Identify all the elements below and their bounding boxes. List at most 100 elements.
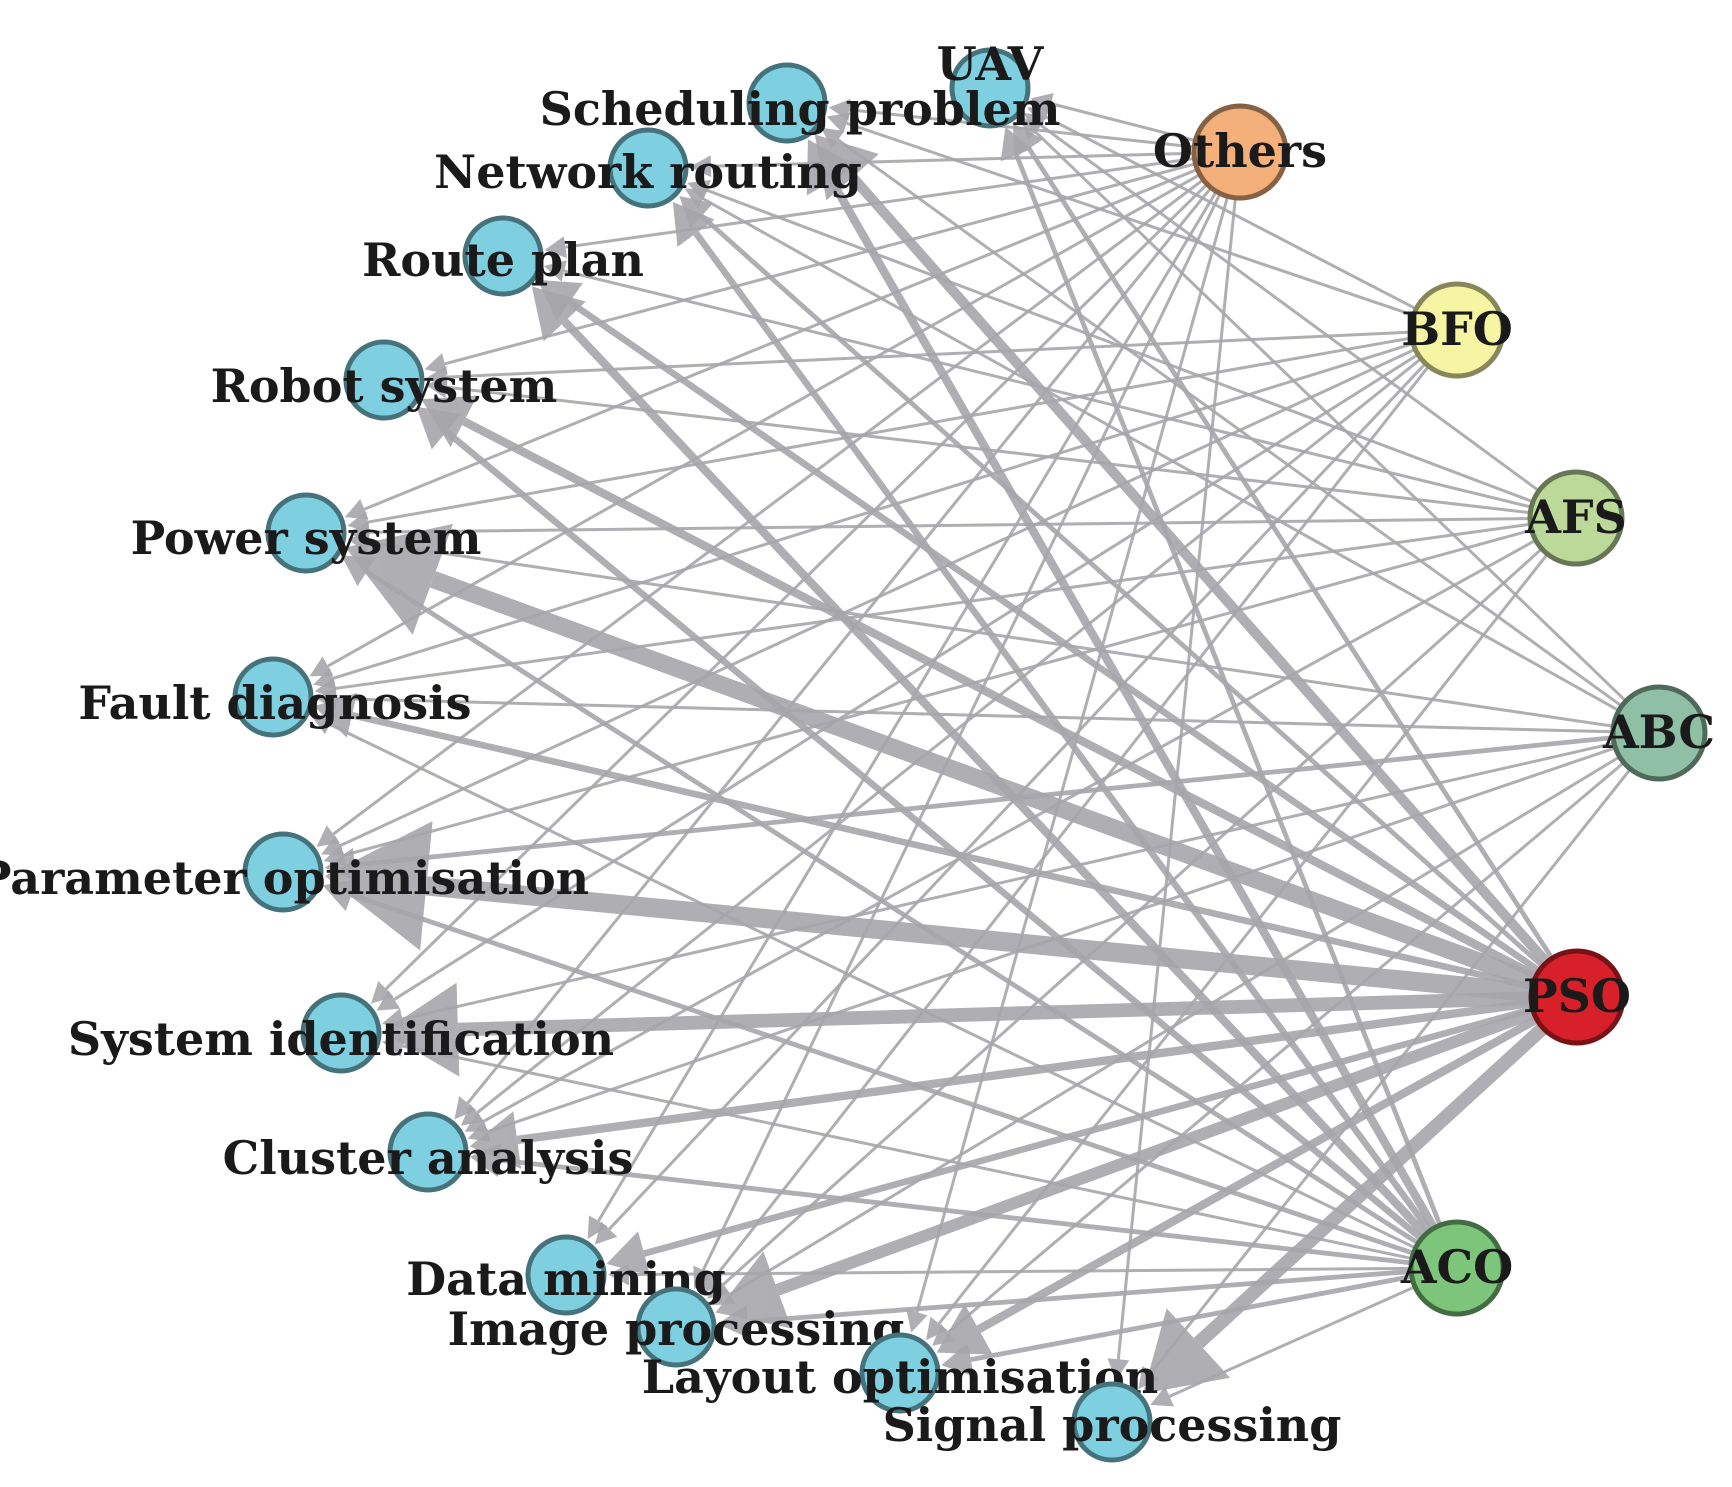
edge-others-to-layout: [906, 195, 1230, 1333]
application-node-circle: [232, 656, 314, 738]
edge-line: [462, 417, 1539, 980]
application-node-label: Image processing: [448, 1302, 905, 1356]
edge-arrowhead: [309, 656, 334, 677]
application-node-circle: [859, 1332, 941, 1414]
edge-aco-to-fault: [310, 714, 1417, 1250]
application-node-circle: [265, 492, 347, 574]
algorithm-node-aco: ACO: [1400, 1219, 1513, 1317]
edge-arrowhead: [1027, 107, 1051, 127]
edge-arrowhead: [313, 692, 358, 738]
edge-others-to-signal: [1107, 197, 1237, 1381]
edge-aco-to-robot: [416, 406, 1424, 1242]
edge-line: [710, 151, 1195, 168]
edge-arrowhead: [382, 1035, 405, 1057]
edge-line: [351, 711, 1533, 990]
edge-line: [1149, 768, 1632, 1374]
edge-others-to-param: [316, 178, 1205, 847]
edge-arrowhead: [316, 825, 340, 847]
edge-line: [721, 547, 1543, 1286]
edge-arrowhead: [416, 406, 462, 450]
edge-bfo-to-scheduling: [826, 112, 1414, 317]
edge-line: [446, 330, 1412, 379]
edge-aco-to-layout: [941, 1274, 1413, 1377]
edge-others-to-power: [344, 167, 1198, 520]
edge-arrowhead: [826, 112, 851, 134]
edge-pso-to-image: [715, 1007, 1536, 1329]
edge-arrowhead: [1107, 1358, 1130, 1381]
edge-others-to-scheduling: [828, 98, 1195, 149]
edge-arrowhead: [607, 1263, 630, 1286]
application-node-power: Power system: [131, 492, 481, 574]
edge-line: [402, 741, 1615, 1021]
edge-arrowhead: [672, 201, 715, 247]
edge-afs-to-layout: [926, 553, 1549, 1341]
edge-pso-to-datamining: [606, 1006, 1534, 1276]
algorithm-node-label: PSO: [1523, 969, 1631, 1023]
edge-bfo-to-robot: [425, 330, 1412, 389]
edge-arrowhead: [693, 1265, 714, 1290]
edge-line: [837, 138, 1623, 708]
application-node-layout: Layout optimisation: [642, 1332, 1158, 1414]
edge-line: [976, 1015, 1539, 1333]
edge-others-to-robot: [424, 162, 1196, 375]
edge-line: [327, 173, 1201, 668]
edge-arrowhead: [711, 1285, 736, 1306]
edge-line: [597, 190, 1218, 1222]
application-node-label: UAV: [937, 37, 1045, 91]
edge-line: [565, 156, 1195, 249]
algorithm-node-circle: [1528, 948, 1626, 1046]
edge-line: [444, 429, 1424, 1242]
edge-arrowhead: [932, 1323, 956, 1346]
edge-line: [567, 299, 1542, 974]
edge-line: [1034, 130, 1627, 703]
edge-line: [1027, 147, 1555, 960]
edge-arrowhead: [322, 878, 357, 912]
edge-arrowhead: [821, 127, 845, 149]
edge-line: [701, 192, 1222, 1271]
application-node-fault: Fault diagnosis: [78, 656, 472, 738]
algorithm-node-circle: [1408, 281, 1506, 379]
edge-arrowhead: [1138, 1365, 1160, 1390]
application-node-circle: [525, 1234, 607, 1316]
algorithm-node-circle: [1610, 684, 1708, 782]
edge-line: [849, 108, 1195, 149]
edge-line: [1116, 197, 1237, 1360]
algorithm-node-abc: ABC: [1602, 684, 1715, 782]
edge-line: [915, 195, 1230, 1313]
edge-layer: [309, 92, 1632, 1407]
edge-abc-to-sysid: [381, 741, 1615, 1030]
edge-arrowhead: [906, 1309, 928, 1333]
edge-bfo-to-uav: [1027, 107, 1417, 311]
edge-arrowhead: [715, 1251, 792, 1329]
edge-line: [643, 1006, 1534, 1257]
edge-others-to-fault: [309, 173, 1201, 677]
edge-arrowhead: [469, 1143, 502, 1177]
edge-others-to-route: [544, 156, 1195, 259]
application-node-circle: [242, 831, 324, 913]
edge-line: [608, 362, 1427, 1231]
edge-others-to-sysid: [370, 183, 1209, 1004]
edge-arrowhead: [936, 1303, 993, 1355]
edge-arrowhead: [381, 1008, 405, 1030]
algorithm-node-label: BFO: [1401, 302, 1513, 356]
edge-line: [368, 540, 1614, 728]
edge-line: [367, 336, 1412, 524]
edge-pso-to-layout: [936, 1015, 1539, 1355]
edge-line: [713, 365, 1430, 1279]
edge-arrowhead: [1030, 92, 1054, 115]
edge-aco-to-network: [672, 201, 1433, 1233]
application-node-label: Parameter optimisation: [0, 851, 589, 905]
application-node-sysid: System identification: [68, 992, 614, 1074]
edge-line: [702, 197, 1620, 712]
application-node-image: Image processing: [448, 1286, 905, 1368]
edge-afs-to-param: [323, 528, 1533, 866]
application-node-label: Scheduling problem: [540, 82, 1061, 136]
edge-line: [444, 162, 1196, 366]
edge-line: [937, 553, 1549, 1325]
algorithm-node-afs: AFS: [1524, 469, 1627, 567]
edge-arrowhead: [543, 260, 567, 282]
edge-line: [332, 178, 1205, 836]
edge-arrowhead: [587, 1215, 608, 1239]
edge-line: [343, 528, 1533, 857]
edge-others-to-image: [693, 192, 1222, 1290]
